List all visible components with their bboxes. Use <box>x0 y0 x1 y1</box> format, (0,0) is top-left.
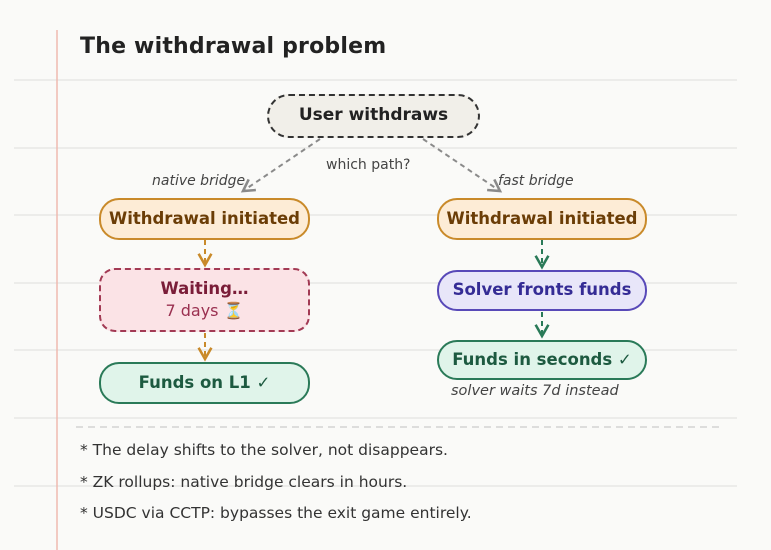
node-solver-fronts-funds-label: Solver fronts funds <box>452 280 632 300</box>
edge-root-to-left <box>240 138 321 193</box>
node-right-withdrawal-initiated: Withdrawal initiated <box>437 198 647 240</box>
node-funds-in-seconds-label: Funds in seconds ✓ <box>452 349 632 369</box>
node-user-withdraws: User withdraws <box>267 94 480 138</box>
node-user-withdraws-label: User withdraws <box>298 105 449 126</box>
note-item: * USDC via CCTP: bypasses the exit game … <box>80 504 472 522</box>
node-waiting-title: Waiting… <box>160 278 249 298</box>
node-funds-on-l1-label: Funds on L1 ✓ <box>138 372 271 392</box>
node-waiting-duration: 7 days ⏳ <box>165 301 244 321</box>
node-solver-fronts-funds: Solver fronts funds <box>437 270 647 311</box>
node-waiting: Waiting… 7 days ⏳ <box>99 268 310 332</box>
page-title: The withdrawal problem <box>80 34 387 59</box>
note-item: * ZK rollups: native bridge clears in ho… <box>80 473 408 491</box>
edge-root-to-right <box>422 138 503 193</box>
edge-question-label: which path? <box>326 157 411 173</box>
node-funds-in-seconds-note: solver waits 7d instead <box>451 383 619 399</box>
node-funds-on-l1: Funds on L1 ✓ <box>99 362 310 404</box>
note-item: * The delay shifts to the solver, not di… <box>80 441 448 459</box>
node-left-withdrawal-initiated: Withdrawal initiated <box>99 198 310 240</box>
node-funds-in-seconds: Funds in seconds ✓ <box>437 340 647 380</box>
edge-label-fast-bridge: fast bridge <box>498 173 574 189</box>
node-left-withdrawal-initiated-label: Withdrawal initiated <box>109 208 300 228</box>
node-right-withdrawal-initiated-label: Withdrawal initiated <box>446 208 638 228</box>
edge-label-native-bridge: native bridge <box>152 173 246 189</box>
